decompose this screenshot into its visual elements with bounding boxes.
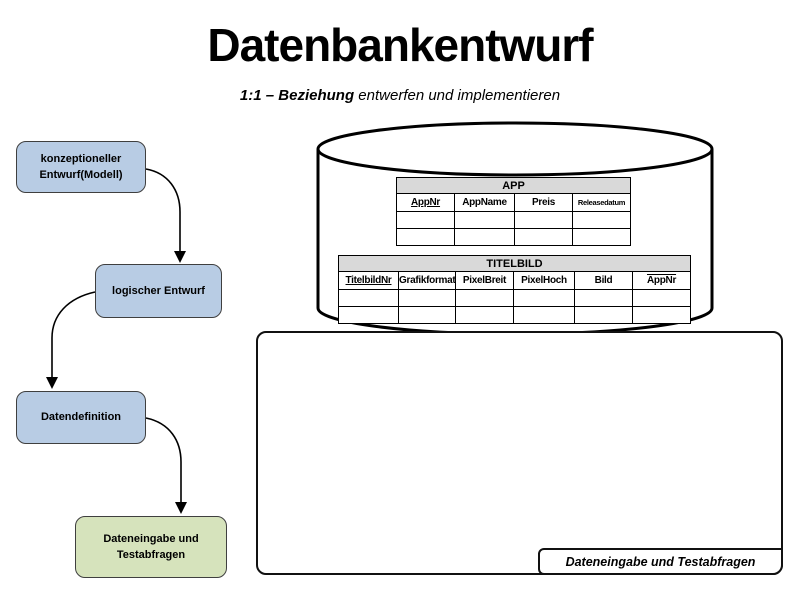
column-header-pixelhoch: PixelHoch <box>513 271 575 290</box>
column-header-appname: AppName <box>454 193 515 212</box>
titelbild-table-title-row: TITELBILD <box>337 255 692 272</box>
column-header-titelbildnr: TitelbildNr <box>338 271 399 290</box>
app-table-title-row: APP <box>396 177 631 194</box>
column-header-appnr-fk: AppNr <box>631 271 692 290</box>
table-cell <box>631 306 692 324</box>
table-cell <box>455 289 514 307</box>
table-cell <box>514 211 573 229</box>
table-cell <box>454 211 515 229</box>
table-cell <box>396 228 455 246</box>
flow-arrow-2 <box>46 291 96 389</box>
cylinder-top <box>316 121 714 177</box>
column-header-preis: Preis <box>514 193 573 212</box>
titelbild-table: TITELBILD TitelbildNr Grafikformat Pixel… <box>337 255 692 324</box>
flow-step-logischer-entwurf: logischer Entwurf <box>95 264 222 318</box>
table-title: APP <box>396 177 631 194</box>
table-cell <box>398 289 456 307</box>
flow-step-dateneingabe: Dateneingabe und Testabfragen <box>75 516 227 578</box>
titelbild-table-header-row: TitelbildNr Grafikformat PixelBreit Pixe… <box>338 271 692 290</box>
table-cell <box>338 289 399 307</box>
table-cell <box>514 228 573 246</box>
flow-step-datendefinition: Datendefinition <box>16 391 146 444</box>
table-title: TITELBILD <box>337 255 692 272</box>
subtitle-emphasis: 1:1 – Beziehung <box>239 87 355 104</box>
table-cell <box>338 306 399 324</box>
column-header-bild: Bild <box>574 271 633 290</box>
table-cell <box>572 211 631 229</box>
subtitle-rest: entwerfen und implementieren <box>354 87 561 104</box>
flow-arrow-3 <box>145 417 187 514</box>
table-cell <box>631 289 692 307</box>
table-row <box>338 306 692 324</box>
table-cell <box>454 228 515 246</box>
table-row <box>396 228 631 246</box>
flow-arrow-1 <box>145 168 186 263</box>
page-title: Datenbankentwurf <box>207 19 593 71</box>
table-cell <box>574 306 633 324</box>
flow-step-konzeptioneller-entwurf: konzeptioneller Entwurf(Modell) <box>16 141 146 193</box>
app-table-header-row: AppNr AppName Preis Releasedatum <box>396 193 631 212</box>
table-row <box>338 289 692 307</box>
table-cell <box>455 306 514 324</box>
column-header-pixelbreit: PixelBreit <box>455 271 514 290</box>
table-row <box>396 211 631 229</box>
table-cell <box>398 306 456 324</box>
column-header-appnr: AppNr <box>396 193 455 212</box>
column-header-grafikformat: Grafikformat <box>398 271 456 290</box>
table-cell <box>574 289 633 307</box>
table-cell <box>572 228 631 246</box>
app-table: APP AppNr AppName Preis Releasedatum <box>396 177 631 246</box>
result-panel-label: Dateneingabe und Testabfragen <box>538 548 783 575</box>
column-header-releasedatum: Releasedatum <box>572 193 631 212</box>
result-panel <box>256 331 783 575</box>
page-subtitle: 1:1 – Beziehung entwerfen und implementi… <box>0 87 800 104</box>
table-cell <box>513 306 575 324</box>
table-cell <box>513 289 575 307</box>
table-cell <box>396 211 455 229</box>
